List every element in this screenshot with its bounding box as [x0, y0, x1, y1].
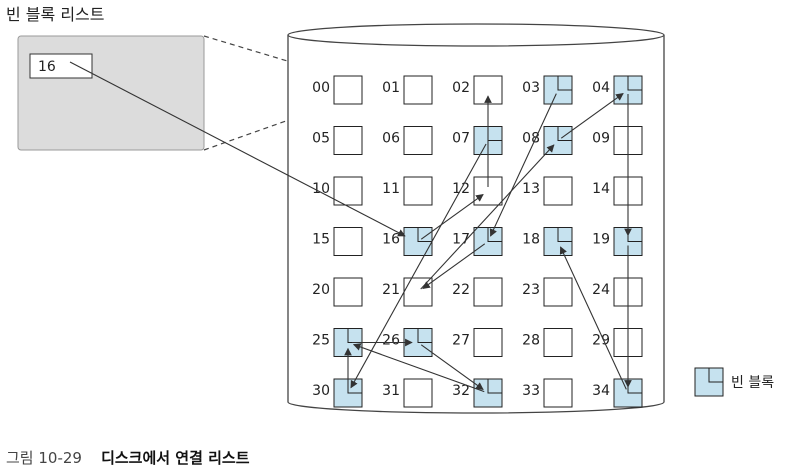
block-label: 28: [522, 333, 540, 349]
block-label: 17: [452, 232, 470, 248]
disk-block-11: 11: [382, 176, 433, 206]
used-block-box: [473, 277, 503, 307]
pointer-field-mark: [557, 227, 572, 242]
link-07-to-30: [350, 143, 487, 389]
block-label: 24: [592, 282, 610, 298]
free-list-head-box: [29, 53, 93, 79]
used-block-box: [543, 378, 573, 408]
link-32-to-25: [352, 343, 485, 393]
block-label: 02: [452, 80, 470, 96]
used-block-box: [473, 328, 503, 357]
block-label: 07: [452, 131, 470, 147]
disk-block-13: 13: [522, 176, 573, 206]
legend-label: 빈 블록: [731, 375, 774, 391]
pointer-field-mark: [557, 76, 572, 91]
block-label: 27: [452, 333, 470, 349]
pointer-field-mark: [627, 76, 642, 91]
used-block-box: [333, 176, 363, 206]
block-label: 13: [522, 181, 540, 197]
block-label: 04: [592, 80, 610, 96]
block-label: 22: [452, 282, 470, 298]
disk-block-23: 23: [522, 277, 573, 307]
disk-block-20: 20: [312, 277, 363, 307]
used-block-box: [403, 75, 433, 105]
disk-block-18: 18: [522, 227, 573, 256]
block-label: 15: [312, 232, 330, 248]
caption-text: 디스크에서 연결 리스트: [101, 449, 250, 467]
legend: 빈 블록: [694, 367, 774, 397]
disk-block-15: 15: [312, 227, 363, 256]
link-03-to-17: [489, 93, 557, 237]
disk-block-28: 28: [522, 328, 573, 357]
free-list-panel: [17, 35, 205, 151]
free-list-title: 빈 블록 리스트: [6, 5, 105, 24]
block-label: 05: [312, 131, 330, 147]
pointer-field-mark: [557, 126, 572, 141]
used-block-box: [543, 277, 573, 307]
link-34-to-18: [559, 246, 627, 390]
used-block-box: [333, 126, 363, 155]
disk-block-10: 10: [312, 176, 363, 206]
block-label: 18: [522, 232, 540, 248]
link-26-to-32: [420, 344, 484, 390]
block-label: 23: [522, 282, 540, 298]
disk-block-27: 27: [452, 328, 503, 357]
head-pointer-arrow: [69, 61, 406, 237]
block-label: 19: [592, 232, 610, 248]
block-label: 34: [592, 383, 610, 399]
caption-number: 그림 10-29: [6, 449, 82, 467]
block-label: 31: [382, 383, 400, 399]
pointer-field-mark: [487, 379, 502, 394]
pointer-field-mark: [417, 227, 432, 242]
disk-block-33: 33: [522, 378, 573, 408]
block-label: 25: [312, 333, 330, 349]
block-label: 14: [592, 181, 610, 197]
used-block-box: [333, 227, 363, 256]
disk-block-05: 05: [312, 126, 363, 155]
pointer-field-mark: [417, 328, 432, 343]
block-label: 11: [382, 181, 400, 197]
block-label: 01: [382, 80, 400, 96]
used-block-box: [543, 328, 573, 357]
free-list-head-value: 16: [38, 59, 56, 75]
zoom-line-top: [203, 35, 335, 76]
disk-block-06: 06: [382, 126, 433, 155]
block-label: 20: [312, 282, 330, 298]
block-label: 26: [382, 333, 400, 349]
block-label: 03: [522, 80, 540, 96]
pointer-field-mark: [487, 227, 502, 242]
block-label: 09: [592, 131, 610, 147]
disk-block-01: 01: [382, 75, 433, 105]
link-16-to-12: [420, 194, 484, 240]
block-label: 32: [452, 383, 470, 399]
block-label: 16: [382, 232, 400, 248]
used-block-box: [543, 176, 573, 206]
block-label: 08: [522, 131, 540, 147]
disk-block-22: 22: [452, 277, 503, 307]
used-block-box: [403, 126, 433, 155]
block-label: 06: [382, 131, 400, 147]
disk-block-00: 00: [312, 75, 363, 105]
used-block-box: [403, 378, 433, 408]
block-label: 10: [312, 181, 330, 197]
block-label: 21: [382, 282, 400, 298]
disk-block-16: 16: [382, 227, 433, 256]
block-label: 00: [312, 80, 330, 96]
used-block-box: [403, 176, 433, 206]
block-label: 33: [522, 383, 540, 399]
disk-block-17: 17: [452, 227, 503, 256]
link-17-to-21: [422, 243, 486, 289]
used-block-box: [333, 277, 363, 307]
disk-block-03: 03: [522, 75, 573, 105]
block-label: 30: [312, 383, 330, 399]
link-08-to-04: [560, 93, 624, 139]
disk-block-31: 31: [382, 378, 433, 408]
link-21-to-08: [420, 144, 555, 290]
legend-pointer-mark: [708, 368, 723, 383]
used-block-box: [333, 75, 363, 105]
figure-caption: 그림 10-29 디스크에서 연결 리스트: [6, 448, 250, 467]
